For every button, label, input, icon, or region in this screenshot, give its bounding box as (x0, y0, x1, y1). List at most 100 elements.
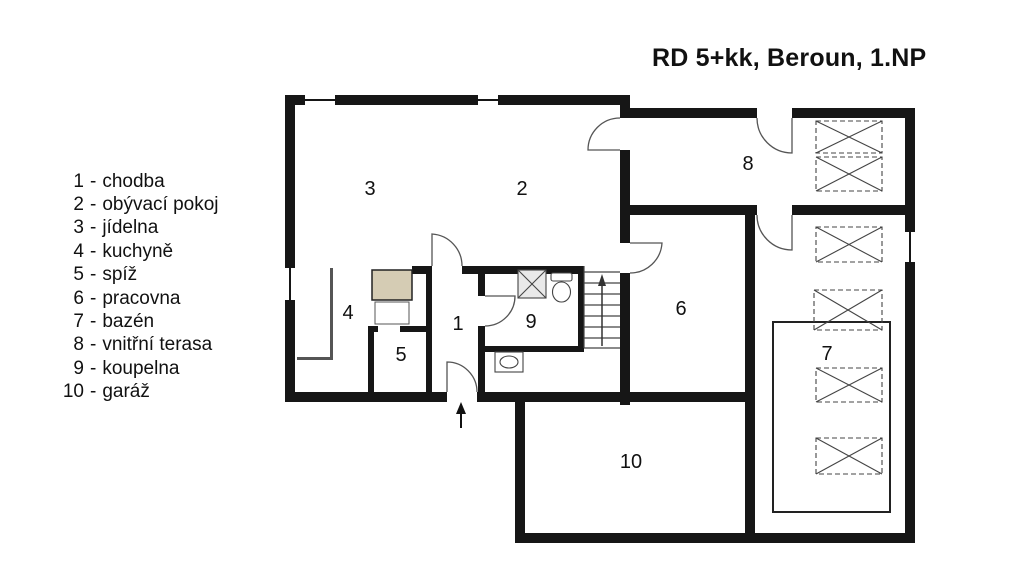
legend-item: 7-bazén (57, 310, 219, 333)
room-label-pantry: 5 (395, 344, 406, 366)
sink-icon (499, 355, 519, 369)
kitchen-appliance-icon (374, 301, 410, 325)
door-gap (478, 296, 485, 326)
legend-separator: - (90, 381, 97, 403)
door-arc-icon (484, 295, 516, 327)
wall-bottom-right (515, 533, 915, 543)
legend-number: 5 (73, 264, 84, 286)
legend-item: 1-chodba (57, 170, 219, 193)
door-arc-icon (446, 361, 478, 393)
legend-number: 6 (73, 287, 84, 309)
door-gap (620, 118, 630, 150)
legend-item: 6-pracovna (57, 287, 219, 310)
door-arc-icon (756, 117, 793, 154)
skylight-box-icon (815, 120, 883, 154)
legend-separator: - (90, 334, 97, 356)
wall-garage-top (515, 392, 755, 402)
legend-separator: - (90, 240, 97, 262)
room-label-hallway: 1 (452, 313, 463, 335)
wall-bath-bottom (478, 346, 584, 352)
room-labels: 1 2 3 4 5 6 7 8 9 10 (342, 153, 832, 473)
room-label-living-room: 2 (516, 178, 527, 200)
room-label-bathroom: 9 (525, 311, 536, 333)
legend-item: 2-obývací pokoj (57, 193, 218, 216)
door-swings (431, 117, 793, 393)
legend-label: kuchyně (102, 240, 174, 262)
wall-interior-top-a (412, 266, 432, 274)
door-arc-icon (587, 117, 621, 151)
wall-right-outer (905, 108, 915, 543)
legend-separator: - (90, 287, 97, 309)
room-label-pool: 7 (821, 343, 832, 365)
legend-item: 9-koupelna (57, 357, 219, 380)
room-label-inner-terrace: 8 (742, 153, 753, 175)
door-gap (757, 108, 792, 118)
legend-label: bazén (102, 311, 155, 333)
skylight-box-icon (815, 226, 883, 263)
toilet-icon (551, 281, 572, 303)
legend-number: 9 (73, 357, 84, 379)
entrance-arrow-head-icon (456, 402, 466, 414)
legend-label: koupelna (102, 357, 180, 379)
legend-separator: - (90, 194, 97, 216)
door-arc-icon (431, 233, 463, 267)
legend-label: jídelna (102, 217, 159, 239)
legend-label: spíž (102, 264, 138, 286)
room-label-dining-room: 3 (364, 178, 375, 200)
bathroom-fixtures (494, 269, 573, 373)
legend-label: pracovna (102, 287, 181, 309)
skylight-box-icon (815, 367, 883, 403)
legend-separator: - (90, 357, 97, 379)
legend-item: 3-jídelna (57, 217, 219, 240)
toilet-icon (550, 272, 573, 282)
legend-number: 3 (73, 217, 84, 239)
legend-number: 1 (73, 170, 84, 192)
legend-item: 10-garáž (57, 381, 219, 404)
legend-number: 10 (62, 381, 84, 403)
skylight-box-icon (815, 156, 883, 192)
wall-left (285, 95, 295, 402)
counter-edge (297, 357, 333, 360)
wall-bath-left-b (478, 326, 485, 392)
skylight-cross (815, 226, 883, 263)
legend-separator: - (90, 311, 97, 333)
door-gaps (447, 108, 792, 402)
skylight-cross (815, 437, 883, 475)
legend-number: 8 (73, 334, 84, 356)
skylight-boxes (813, 120, 883, 475)
legend-separator: - (90, 170, 97, 192)
legend-number: 4 (73, 240, 84, 262)
windows (285, 95, 915, 300)
legend-number: 2 (73, 194, 84, 216)
skylight-cross (813, 289, 883, 331)
door-gap (620, 243, 630, 273)
room-legend: 1-chodba 2-obývací pokoj 3-jídelna 4-kuc… (57, 170, 219, 404)
legend-label: garáž (102, 381, 150, 403)
wall-pantry-top-a (368, 326, 378, 332)
legend-number: 7 (73, 311, 84, 333)
wall-top-main (285, 95, 630, 105)
wall-mid-vertical (745, 205, 755, 543)
legend-item: 4-kuchyně (57, 240, 219, 263)
page-title: RD 5+kk, Beroun, 1.NP (652, 44, 927, 72)
skylight-cross (815, 156, 883, 192)
stairs (583, 266, 620, 349)
wall-pantry-top-b (400, 326, 432, 332)
door-arc-icon (629, 242, 663, 274)
pool-basin (772, 321, 891, 513)
counter-edge (330, 268, 333, 360)
room-label-garage: 10 (620, 451, 642, 473)
kitchen-detail (297, 268, 413, 360)
shower-icon (517, 269, 547, 299)
wall-garage-left (515, 392, 525, 543)
skylight-cross (815, 367, 883, 403)
legend-separator: - (90, 264, 97, 286)
wall-pantry-left (368, 326, 374, 392)
room-label-kitchen: 4 (342, 302, 353, 324)
wall-bath-left-a (478, 266, 485, 296)
stairs-arrow-head-icon (598, 274, 606, 286)
legend-label: vnitřní terasa (102, 334, 213, 356)
wall-bottom-main (285, 392, 530, 402)
